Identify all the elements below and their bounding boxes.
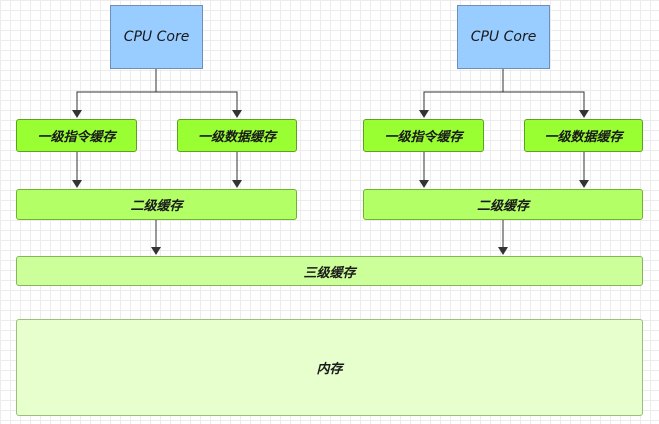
arrow-cpu1-to-l1d xyxy=(156,91,242,118)
arrow-cpu2-to-l1i xyxy=(419,69,504,118)
arrow-cpu2-to-l1d xyxy=(503,91,589,118)
l1-data-cache-1: 一级数据缓存 xyxy=(177,119,297,152)
l2-cache-2: 二级缓存 xyxy=(363,189,643,220)
arrow-cpu1-to-l1i xyxy=(72,69,157,118)
main-memory: 内存 xyxy=(16,319,643,416)
cpu-core-1: CPU Core xyxy=(110,5,203,69)
l1-data-cache-2: 一级数据缓存 xyxy=(524,119,643,152)
l1-instruction-cache-2: 一级指令缓存 xyxy=(363,119,484,152)
cpu-core-2: CPU Core xyxy=(457,5,550,69)
l2-cache-1: 二级缓存 xyxy=(16,189,297,220)
l3-cache: 三级缓存 xyxy=(16,256,643,286)
l1-instruction-cache-1: 一级指令缓存 xyxy=(16,119,137,152)
